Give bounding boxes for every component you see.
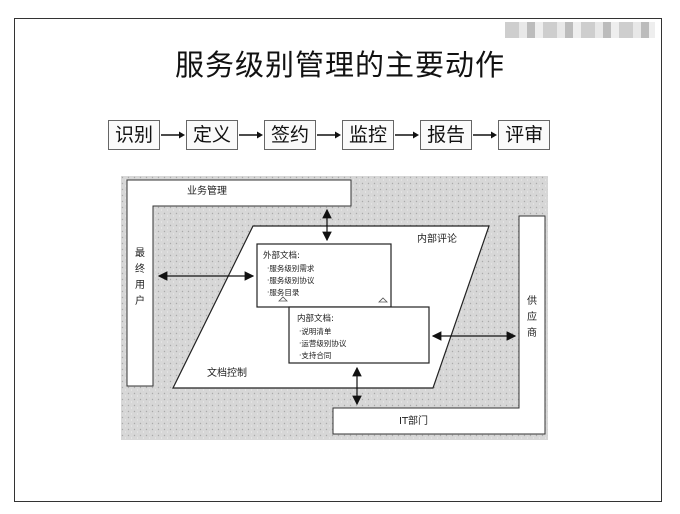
business-mgmt-band (126, 179, 352, 387)
it-supplier-band (332, 215, 546, 435)
process-flow: 识别 定义 签约 监控 报告 评审 (108, 120, 551, 150)
page-title: 服务级别管理的主要动作 (174, 48, 505, 82)
supplier-label-2: 应 (527, 310, 537, 323)
doc-control-label: 文档控制 (207, 366, 247, 379)
external-docs-title: 外部文档: (263, 250, 300, 261)
right-arrow-icon (472, 121, 498, 149)
internal-docs-box (288, 306, 430, 364)
flow-step-sign: 签约 (264, 120, 317, 150)
flow-step-review: 评审 (498, 120, 551, 150)
right-arrow-icon (160, 121, 186, 149)
internal-docs-item: ·支持合同 (299, 350, 331, 360)
internal-docs-item: ·说明清单 (299, 326, 332, 336)
end-user-label-1: 最 (135, 247, 145, 259)
external-docs-box (256, 243, 392, 308)
external-docs-item: ·服务目录 (267, 287, 300, 297)
small-mark-icon (278, 296, 288, 302)
small-mark-icon (378, 297, 388, 303)
it-dept-label: IT部门 (399, 414, 428, 427)
business-mgmt-label: 业务管理 (187, 184, 227, 197)
external-docs-item: ·服务级别需求 (267, 263, 315, 273)
flow-step-monitor: 监控 (342, 120, 395, 150)
internal-docs-title: 内部文档: (297, 313, 334, 324)
supplier-label-1: 供 (527, 294, 537, 307)
flow-step-report: 报告 (420, 120, 473, 150)
flow-step-define: 定义 (186, 120, 239, 150)
flow-step-identify: 识别 (108, 120, 161, 150)
supplier-label-3: 商 (527, 326, 537, 339)
right-arrow-icon (238, 121, 264, 149)
right-arrow-icon (316, 121, 342, 149)
external-docs-item: ·服务级别协议 (267, 275, 315, 285)
end-user-label-3: 用 (135, 280, 145, 291)
end-user-label-2: 终 (135, 262, 145, 275)
internal-review-label: 内部评论 (417, 232, 457, 245)
slm-diagram: 业务管理 最 终 用 户 内部评论 供 应 商 文档控制 IT部门 外部文档: … (121, 176, 548, 440)
watermark-strip (505, 22, 655, 38)
right-arrow-icon (394, 121, 420, 149)
end-user-label-4: 户 (135, 294, 145, 307)
internal-docs-item: ·运营级别协议 (299, 338, 347, 348)
